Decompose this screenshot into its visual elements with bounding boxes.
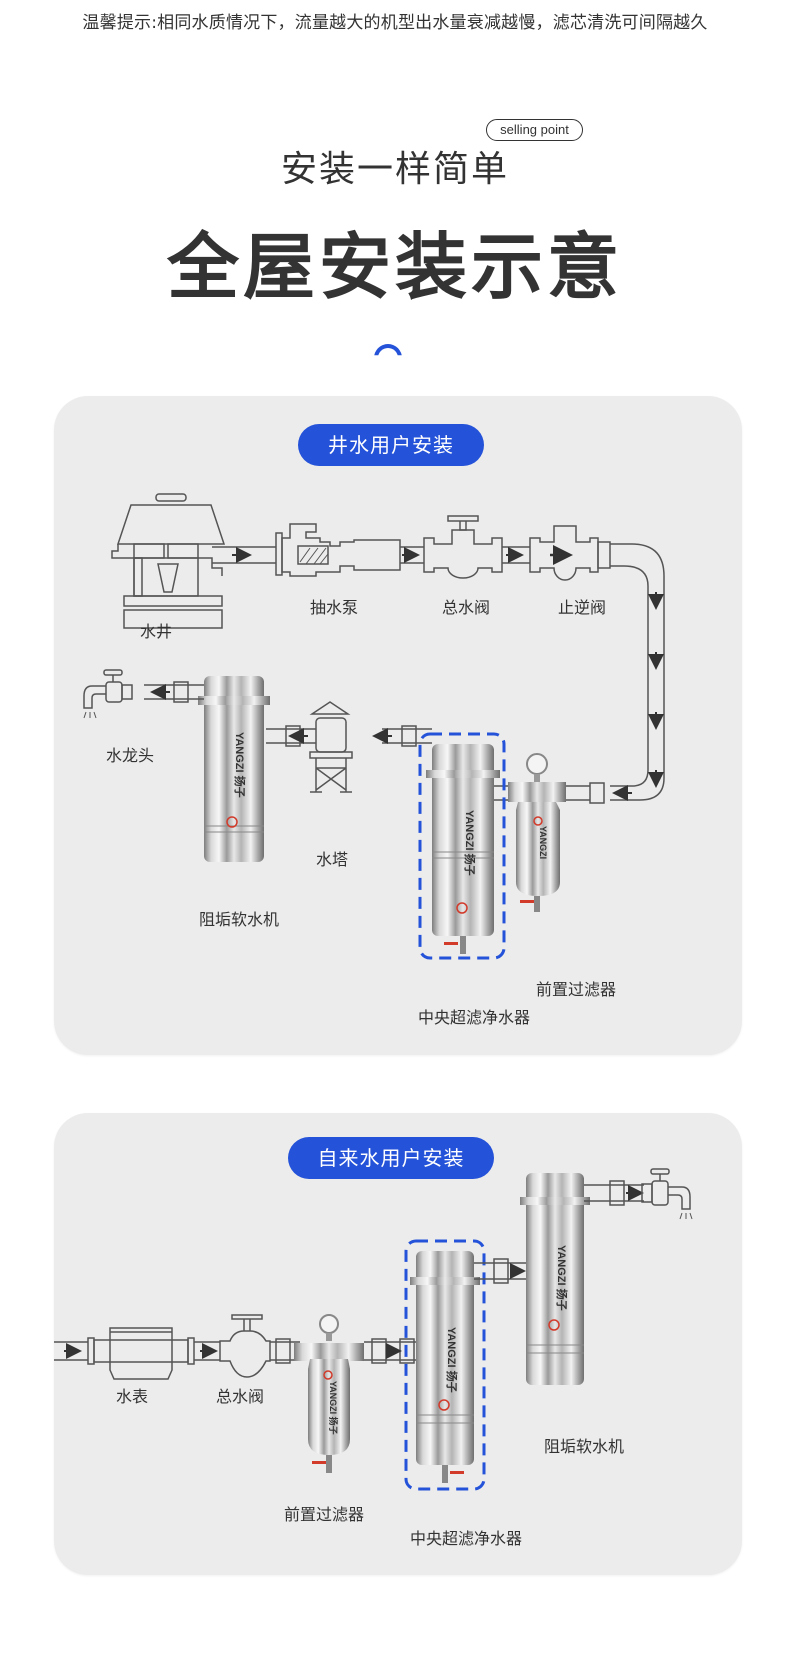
pipe-segment bbox=[144, 681, 204, 703]
section-subtitle: 安装一样简单 bbox=[280, 149, 509, 190]
tap-water-heading: 自来水用户安装 bbox=[288, 1137, 494, 1179]
tip-notice: 温馨提示:相同水质情况下，流量越大的机型出水量衰减越慢，滤芯清洗可间隔越久 bbox=[82, 13, 708, 33]
water-tower-icon bbox=[309, 701, 353, 793]
water-meter-icon bbox=[87, 1327, 195, 1380]
well-water-diagram: YANGZI YANGZI 扬子 bbox=[83, 493, 665, 960]
main-valve-icon bbox=[423, 515, 503, 579]
pre-filter-image: YANGZI 扬子 bbox=[294, 1314, 364, 1473]
label-central-purifier: 中央超滤净水器 bbox=[410, 1529, 523, 1548]
label-softener: 阻垢软水机 bbox=[199, 910, 280, 929]
label-pre-filter: 前置过滤器 bbox=[536, 980, 617, 999]
pump-icon bbox=[275, 523, 401, 577]
faucet-icon bbox=[641, 1168, 693, 1220]
well-water-heading: 井水用户安装 bbox=[298, 424, 484, 466]
label-central-purifier: 中央超滤净水器 bbox=[418, 1008, 531, 1027]
central-purifier-image: YANGZI 扬子 bbox=[404, 1239, 486, 1491]
loop-pipe bbox=[589, 543, 665, 804]
central-purifier-image: YANGZI 扬子 bbox=[418, 732, 506, 960]
pipe-segment bbox=[194, 1341, 220, 1361]
label-well: 水井 bbox=[140, 622, 173, 641]
pipe-segment bbox=[54, 1341, 88, 1361]
label-softener: 阻垢软水机 bbox=[544, 1437, 625, 1456]
pipe-segment bbox=[400, 546, 424, 564]
check-valve-icon bbox=[529, 525, 611, 581]
pipe-segment bbox=[364, 1338, 416, 1364]
svg-text:YANGZI: YANGZI bbox=[538, 826, 548, 859]
label-faucet: 水龙头 bbox=[106, 746, 155, 765]
pipe-segment bbox=[266, 725, 316, 747]
tap-water-diagram: YANGZI 扬子 YANGZI 扬子 bbox=[54, 1168, 693, 1491]
svg-text:YANGZI 扬子: YANGZI 扬子 bbox=[555, 1245, 569, 1311]
svg-text:YANGZI 扬子: YANGZI 扬子 bbox=[463, 810, 477, 876]
faucet-icon bbox=[83, 669, 133, 719]
arc-icon bbox=[374, 344, 402, 356]
main-valve-icon bbox=[219, 1314, 271, 1378]
pipe-segment bbox=[372, 725, 432, 747]
page-title: 全屋安装示意 bbox=[166, 225, 623, 309]
highlight-box bbox=[418, 732, 506, 960]
well-icon bbox=[111, 493, 226, 629]
pipe-segment bbox=[502, 546, 530, 564]
highlight-box bbox=[404, 1239, 486, 1491]
softener-image: YANGZI 扬子 bbox=[520, 1173, 590, 1385]
pipe-segment bbox=[212, 546, 276, 564]
softener-image: YANGZI 扬子 bbox=[198, 676, 270, 862]
label-main-valve: 总水阀 bbox=[442, 598, 491, 617]
svg-text:YANGZI 扬子: YANGZI 扬子 bbox=[328, 1381, 339, 1435]
label-water-tower: 水塔 bbox=[316, 850, 349, 869]
selling-point-badge: selling point bbox=[486, 119, 583, 141]
pipe-segment bbox=[584, 1180, 644, 1206]
pre-filter-image: YANGZI bbox=[494, 753, 590, 912]
svg-text:YANGZI 扬子: YANGZI 扬子 bbox=[445, 1327, 459, 1393]
well-water-card: 井水用户安装 bbox=[54, 396, 742, 1055]
svg-text:YANGZI 扬子: YANGZI 扬子 bbox=[233, 732, 247, 798]
label-main-valve: 总水阀 bbox=[216, 1387, 265, 1406]
pipe-segment bbox=[474, 1258, 526, 1284]
label-pre-filter: 前置过滤器 bbox=[284, 1505, 365, 1524]
label-meter: 水表 bbox=[116, 1387, 149, 1406]
tap-water-card: 自来水用户安装 bbox=[54, 1113, 742, 1575]
label-pump: 抽水泵 bbox=[310, 598, 359, 617]
label-check-valve: 止逆阀 bbox=[558, 598, 607, 617]
